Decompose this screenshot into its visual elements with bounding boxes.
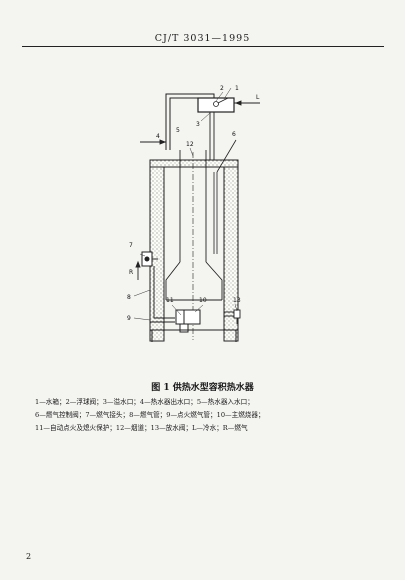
water-tank <box>197 97 235 113</box>
legend-line-3: 11—自动点火及熄火保护；12—烟道；13—放水阀；L—冷水；R—燃气 <box>35 424 248 432</box>
callout-6: 6 <box>232 131 236 138</box>
callout-8: 8 <box>127 294 131 301</box>
callout-5: 5 <box>176 127 180 134</box>
gas-connector <box>141 251 158 267</box>
gas-control-probe <box>213 139 237 254</box>
page-number: 2 <box>26 552 32 561</box>
gas-inlet-arrow <box>135 260 141 280</box>
callout-2: 2 <box>220 85 224 92</box>
callout-12: 12 <box>186 141 194 148</box>
callout-R: R <box>129 269 133 276</box>
hot-water-outlet <box>140 139 167 145</box>
callout-10: 10 <box>199 297 207 304</box>
gas-pipes <box>149 266 175 323</box>
figure-caption: 图 1 供热水型容积热水器 <box>151 383 254 393</box>
main-burner <box>175 309 201 333</box>
callout-13: 13 <box>233 297 241 304</box>
callout-9: 9 <box>127 315 131 322</box>
tank-drop-pipes <box>209 112 215 160</box>
standard-code: CJ/T 3031—1995 <box>154 33 251 44</box>
callout-4: 4 <box>156 133 160 140</box>
leader-lines <box>133 87 238 321</box>
heater-base <box>150 329 238 342</box>
drain-valve <box>224 309 241 324</box>
cold-water-inlet-arrow <box>234 100 260 106</box>
callout-3: 3 <box>196 121 200 128</box>
callout-7: 7 <box>129 242 133 249</box>
legend-line-1: 1—水箱；2—浮球阀；3—溢水口；4—热水器出水口；5—热水器入水口； <box>35 398 254 406</box>
flue-pipe <box>165 150 223 340</box>
callout-1: 1 <box>235 85 239 92</box>
legend-line-2: 6—燃气控制阀；7—燃气接头；8—燃气管；9—点火燃气管；10—主燃烧器； <box>35 411 265 419</box>
callout-L: L <box>256 94 260 101</box>
header-rule <box>22 46 384 47</box>
callout-11: 11 <box>166 297 174 304</box>
